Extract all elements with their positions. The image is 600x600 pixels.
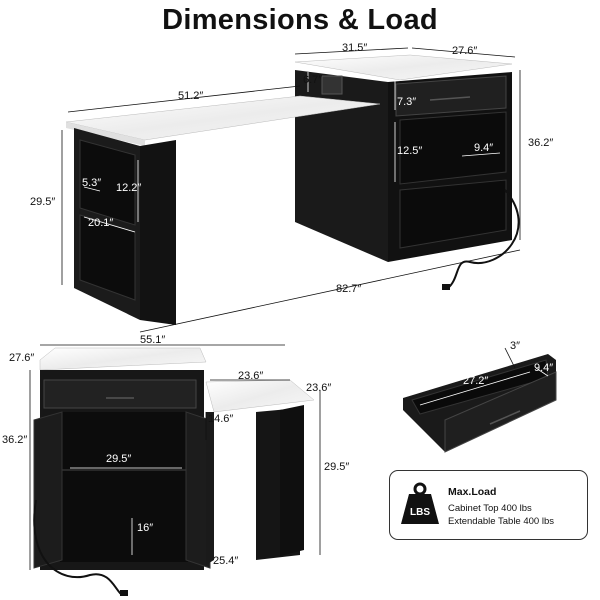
max-load-title: Max.Load	[448, 486, 497, 498]
dim-table-depth: 23.6″	[306, 382, 332, 394]
dim-cabinet-top-depth: 27.6″	[452, 45, 478, 57]
dim-drawer-height: 7.3″	[397, 96, 417, 108]
dim-cabinet-height: 36.2″	[528, 137, 554, 149]
table-top	[205, 379, 315, 413]
dim-leg-depth: 20.1″	[88, 217, 114, 229]
dim-shelf-height: 12.5″	[397, 145, 423, 157]
weight-icon-label: LBS	[410, 507, 430, 518]
dim-shelf-depth: 9.4″	[474, 142, 494, 154]
power-outlet	[321, 75, 343, 95]
dim-inner-height: 16″	[137, 522, 154, 534]
cabinet-drawer	[395, 75, 507, 117]
dim-outlet-height: 6.7″	[303, 74, 323, 86]
max-load-card: LBS Max.Load Cabinet Top 400 lbs Extenda…	[389, 470, 588, 540]
dimension-lines-front	[29, 344, 321, 570]
cabinet-body	[295, 70, 388, 262]
cabinet-top	[294, 54, 513, 81]
dim-inner-width: 29.5″	[106, 453, 132, 465]
dim-table-height: 29.5″	[324, 461, 350, 473]
dim-desk-length: 51.2″	[178, 90, 204, 102]
dim-desk-height: 29.5″	[30, 196, 56, 208]
page-title: Dimensions & Load	[162, 4, 438, 36]
dim-front-depth: 27.6″	[9, 352, 35, 364]
dimension-lines-top	[61, 47, 521, 333]
dim-total-length: 82.7″	[336, 283, 362, 295]
right-door	[185, 411, 211, 569]
dim-cabinet-top-width: 31.5″	[342, 42, 368, 54]
dim-drawer-width: 9.4″	[534, 362, 554, 374]
dim-front-height: 36.2″	[2, 434, 28, 446]
dim-drawer-depth: 3″	[510, 340, 521, 352]
dim-table-width: 23.6″	[238, 370, 264, 382]
desk-assembly-top	[65, 54, 520, 325]
dim-drawer-length: 27.2″	[463, 375, 489, 387]
front-cabinet-top	[39, 347, 207, 371]
dimension-lines-drawer	[419, 347, 549, 406]
dim-table-leg-depth: 25.4″	[213, 555, 239, 567]
cabinet-front-view	[33, 347, 315, 596]
dim-front-width: 55.1″	[140, 334, 166, 346]
max-load-table: Extendable Table 400 lbs	[448, 516, 554, 527]
dim-table-gap: 14.6″	[208, 413, 234, 425]
dim-leg-shelf-width: 5.3″	[82, 177, 102, 189]
dim-leg-shelf-height: 12.2″	[116, 182, 142, 194]
max-load-cabinet: Cabinet Top 400 lbs	[448, 503, 532, 514]
front-drawer	[43, 379, 197, 409]
weight-icon: LBS	[401, 482, 439, 524]
drawer-front	[444, 371, 557, 453]
